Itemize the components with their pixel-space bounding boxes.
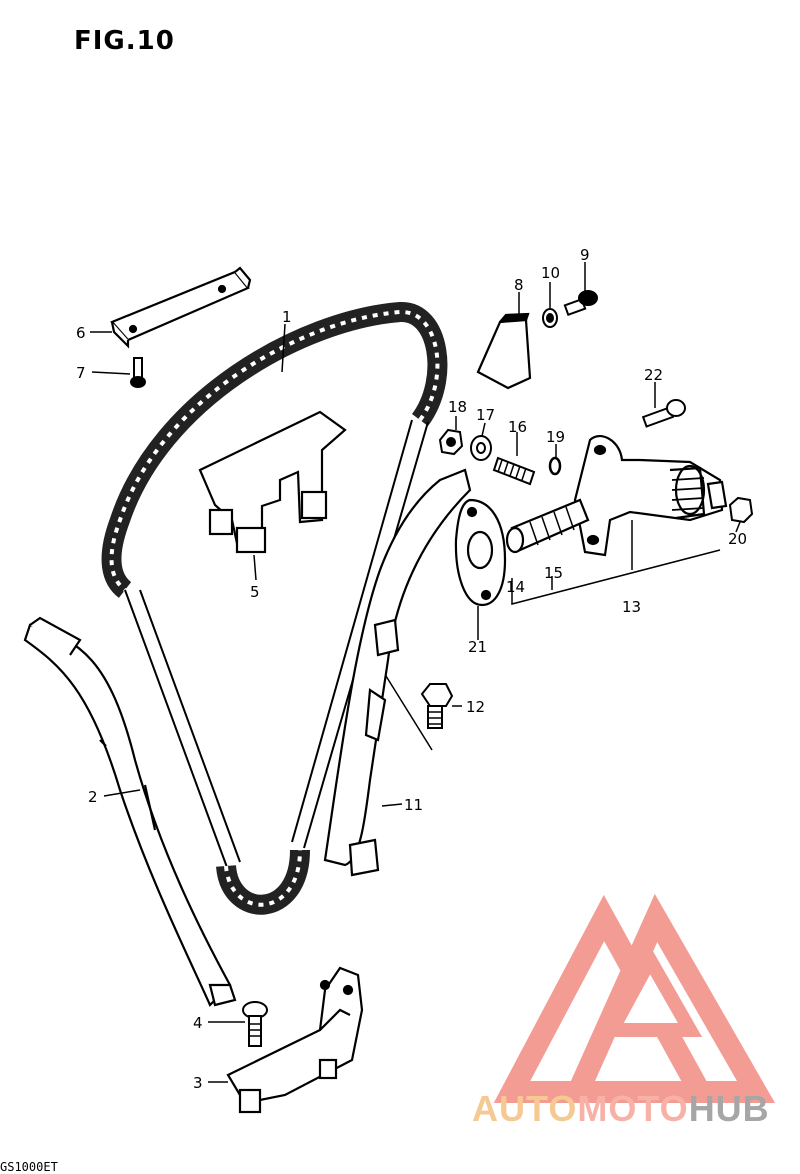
watermark-hub: HUB (688, 1088, 770, 1129)
part-11-tensioner-guide (323, 468, 472, 877)
callout-10: 10 (541, 264, 560, 282)
watermark-text: AUTOMOTOHUB (472, 1088, 770, 1130)
part-10-washer (542, 308, 558, 328)
part-20-cap-nut (728, 496, 754, 524)
part-21-gasket (454, 498, 507, 607)
part-19-oring (548, 456, 562, 476)
watermark-auto: AUTO (472, 1088, 578, 1129)
part-17-washer (470, 435, 492, 461)
triangle-m-logo-icon (493, 893, 776, 1103)
callout-2: 2 (88, 788, 98, 806)
watermark-moto: MOTO (577, 1088, 689, 1129)
part-5-middle-guide (198, 410, 347, 554)
callout-14: 14 (506, 578, 525, 596)
callout-18: 18 (448, 398, 467, 416)
leader-lines (90, 262, 741, 1083)
callout-12: 12 (466, 698, 485, 716)
callout-22: 22 (644, 366, 663, 384)
callout-6: 6 (76, 324, 86, 342)
part-1-cam-chain (101, 302, 448, 915)
callout-20: 20 (728, 530, 747, 548)
callout-1: 1 (282, 308, 292, 326)
callout-8: 8 (514, 276, 524, 294)
callout-5: 5 (250, 583, 260, 601)
part-16-stud (492, 456, 536, 486)
part-22-bolt (641, 399, 686, 428)
part-9-bolt (563, 290, 598, 317)
part-2-left-guide (23, 616, 237, 1007)
callout-21: 21 (468, 638, 487, 656)
part-13-tensioner-body (573, 435, 728, 557)
callout-9: 9 (580, 246, 590, 264)
part-8-cap (476, 312, 532, 390)
callout-16: 16 (508, 418, 527, 436)
footer-code: GS1000ET (0, 1160, 58, 1174)
part-6-upper-guide (110, 266, 252, 349)
part-7-screw (130, 357, 146, 388)
callout-19: 19 (546, 428, 565, 446)
callout-3: 3 (193, 1074, 203, 1092)
callout-17: 17 (476, 406, 495, 424)
part-15-rod (505, 498, 590, 554)
part-12-bolt (420, 683, 454, 729)
part-18-nut (438, 428, 464, 456)
part-3-lower-mount (226, 966, 364, 1114)
callout-11: 11 (404, 796, 423, 814)
callout-15: 15 (544, 564, 563, 582)
part-4-screw (242, 1001, 268, 1047)
callout-4: 4 (193, 1014, 203, 1032)
callout-7: 7 (76, 364, 86, 382)
callout-13: 13 (622, 598, 641, 616)
figure-title: FIG.10 (74, 26, 175, 56)
callout-labels: 1 2 3 4 5 6 7 8 9 10 11 12 13 14 15 16 1… (76, 246, 747, 1092)
